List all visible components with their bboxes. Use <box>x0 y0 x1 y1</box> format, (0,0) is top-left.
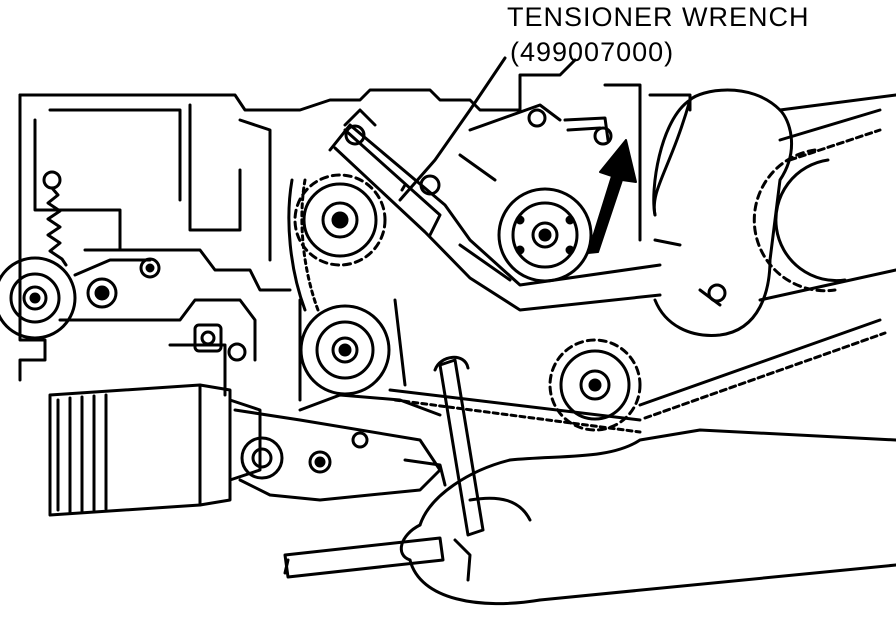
callout-tool-name: TENSIONER WRENCH <box>507 2 810 32</box>
tensioner-wrench <box>328 108 662 312</box>
oil-filter <box>48 383 262 517</box>
right-hand-lower <box>399 428 896 606</box>
oil-pump-housing <box>233 393 447 502</box>
crankshaft-pulley <box>298 298 407 402</box>
tensioner-pulley <box>458 103 613 283</box>
extension-bar <box>283 355 485 579</box>
tensioner-spring <box>42 170 68 267</box>
left-idler-pulley <box>0 256 152 340</box>
right-hand-upper <box>652 88 896 337</box>
callout-leader-line <box>398 56 507 202</box>
left-cam-sprocket <box>293 173 387 267</box>
lower-right-sprocket <box>548 338 642 432</box>
arrow-up-right-icon <box>587 139 637 254</box>
callout-part-number: (499007000) <box>510 37 675 67</box>
right-cam-sprocket <box>752 148 847 293</box>
